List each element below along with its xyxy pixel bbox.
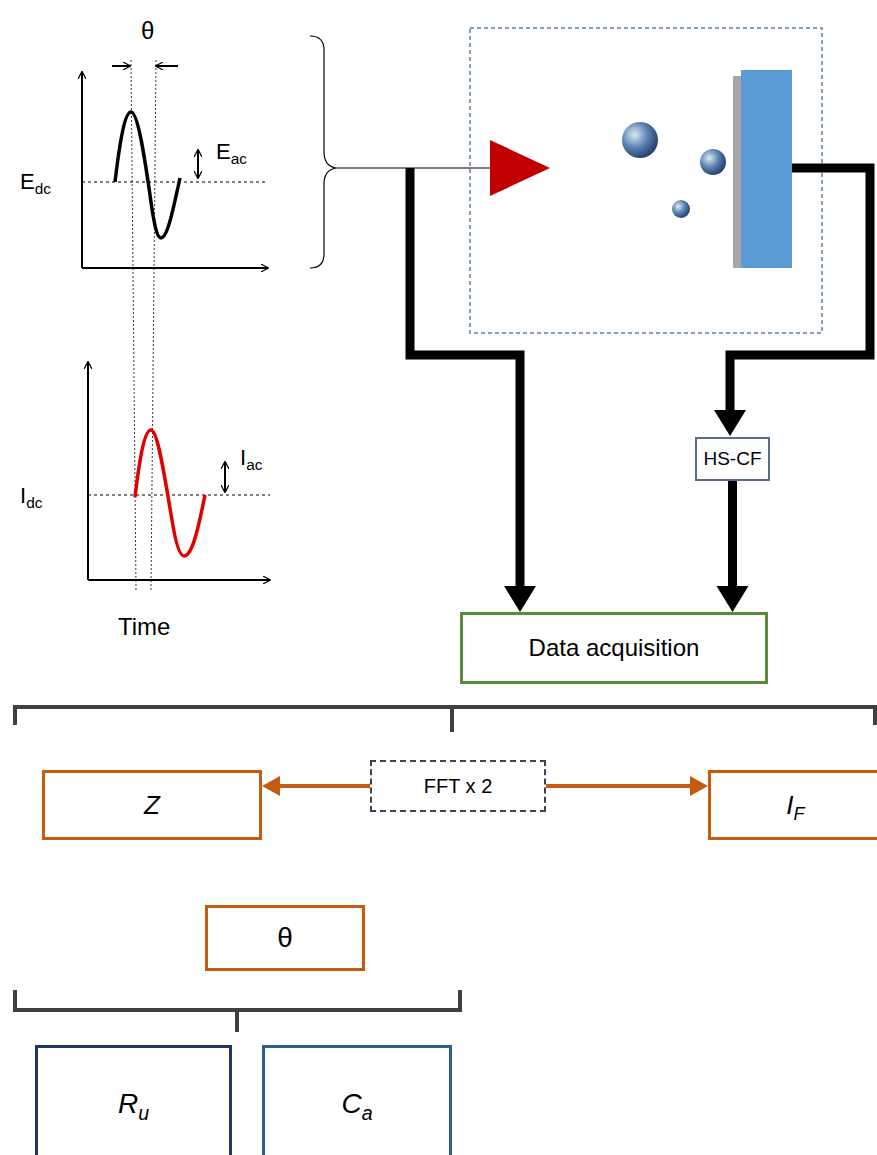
node-text: Ca (341, 1089, 372, 1120)
node-text: FFT x 2 (424, 775, 493, 797)
cell-boundary (470, 28, 822, 333)
bubble (672, 200, 690, 218)
node-text: Z (144, 791, 160, 820)
node-text: Ru (118, 1089, 149, 1120)
node-text: HS-CF (703, 449, 761, 470)
process-box: FFT x 2 (370, 760, 546, 812)
group-bracket (15, 990, 460, 1010)
phase-guide (131, 60, 156, 590)
arrow-head (504, 586, 536, 612)
node-text: Data acquisition (529, 635, 700, 661)
signal-wire (410, 168, 870, 588)
voltage-plot (82, 66, 268, 268)
output-box: IF (708, 770, 877, 840)
result-box: Ca (262, 1045, 452, 1155)
axis-label: Time (118, 614, 170, 640)
electrode (741, 70, 792, 268)
group-bracket (450, 707, 454, 732)
group-bracket (235, 1010, 239, 1032)
signal-label: Iac (240, 446, 262, 470)
node-text: IF (786, 791, 804, 820)
phase-label: θ (141, 18, 154, 44)
output-box: Z (42, 770, 262, 840)
process-box: HS-CF (695, 437, 770, 481)
signal-label: Eac (216, 140, 247, 164)
connector (546, 776, 708, 796)
light-source (490, 140, 550, 196)
bubble (622, 122, 658, 158)
current-plot (88, 362, 270, 580)
signal-label: Idc (20, 484, 42, 508)
arrow-head (714, 410, 746, 436)
bubble (700, 149, 726, 175)
node-text: θ (277, 923, 293, 954)
result-box: Ru (35, 1045, 232, 1155)
connector (262, 776, 370, 796)
output-box: θ (205, 905, 365, 971)
signal-label: Edc (20, 170, 51, 194)
signal-bracket (310, 36, 336, 268)
connector (717, 481, 749, 612)
process-box: Data acquisition (460, 612, 768, 684)
group-bracket (15, 707, 875, 725)
